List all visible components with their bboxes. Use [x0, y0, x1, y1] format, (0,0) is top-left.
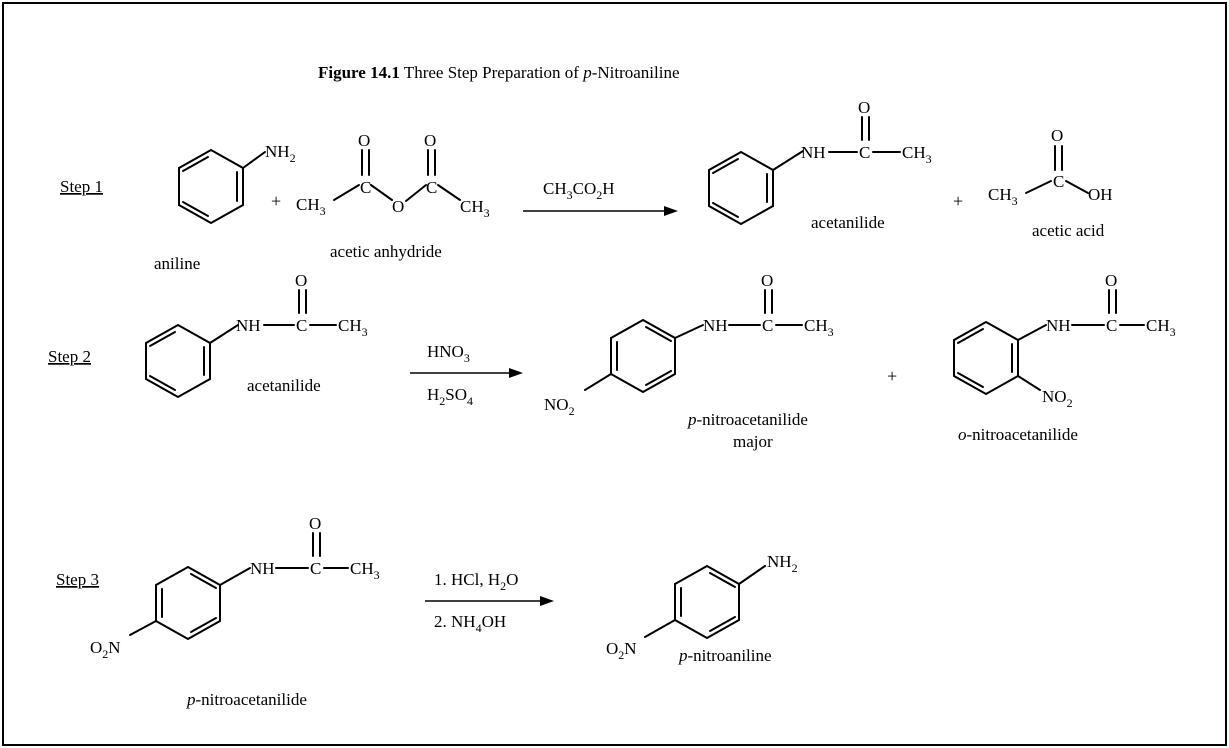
- p-nitroacetanilide-reactant-molecule: O2N NH C O CH3 p-nitroacetanilide: [90, 514, 380, 709]
- svg-text:CH3: CH3: [1146, 316, 1176, 339]
- svg-text:CH3: CH3: [902, 143, 932, 166]
- svg-text:C: C: [310, 559, 321, 578]
- o-nitroacetanilide-label: o-nitroacetanilide: [958, 425, 1078, 444]
- svg-text:O: O: [1051, 126, 1063, 145]
- svg-text:OH: OH: [1088, 185, 1113, 204]
- aniline-label: aniline: [154, 254, 200, 273]
- acetic-anhydride-molecule: CH3 C O O C O CH3 acetic anhydride: [296, 131, 490, 261]
- svg-text:C: C: [1106, 316, 1117, 335]
- step-3-label: Step 3: [56, 570, 99, 589]
- reagent-step-1: CH3CO2H: [543, 179, 615, 202]
- svg-text:C: C: [859, 143, 870, 162]
- svg-text:NH: NH: [703, 316, 728, 335]
- svg-text:NH: NH: [250, 559, 275, 578]
- benzene-ring: [155, 565, 221, 641]
- acetanilide-product-molecule: NH C O CH3 acetanilide: [708, 98, 932, 232]
- plus-sign-1: +: [271, 191, 281, 211]
- svg-text:NO2: NO2: [544, 395, 575, 418]
- p-nitroacetanilide-reactant-label: p-nitroacetanilide: [186, 690, 307, 709]
- acetanilide-product-label: acetanilide: [811, 213, 885, 232]
- svg-text:NO2: NO2: [1042, 387, 1073, 410]
- svg-text:NH: NH: [236, 316, 261, 335]
- reagent-step-3-bottom: 2. NH4OH: [434, 612, 506, 635]
- acetic-anhydride-label: acetic anhydride: [330, 242, 442, 261]
- step-2-label: Step 2: [48, 347, 91, 366]
- acetic-acid-label: acetic acid: [1032, 221, 1105, 240]
- svg-text:CH3: CH3: [338, 316, 368, 339]
- svg-text:O: O: [392, 197, 404, 216]
- svg-text:CH3: CH3: [350, 559, 380, 582]
- svg-text:C: C: [426, 178, 437, 197]
- p-nitroacetanilide-product-molecule: NO2 NH C O CH3 p-nitroacetanilide major: [544, 271, 834, 451]
- p-nitroacetanilide-label: p-nitroacetanilide: [687, 410, 808, 429]
- o-nitroacetanilide-molecule: NO2 NH C O CH3 o-nitroacetanilide: [953, 271, 1176, 444]
- reagent-step-2-bottom: H2SO4: [427, 385, 473, 408]
- svg-text:O: O: [1105, 271, 1117, 290]
- benzene-ring: [953, 320, 1019, 396]
- aniline-molecule: NH2 aniline: [154, 142, 296, 273]
- svg-text:O: O: [309, 514, 321, 533]
- svg-text:O: O: [358, 131, 370, 150]
- benzene-ring: [708, 150, 774, 226]
- acetanilide-reactant-molecule: NH C O CH3 acetanilide: [145, 271, 368, 399]
- svg-text:CH3: CH3: [988, 185, 1018, 208]
- reagent-step-3-top: 1. HCl, H2O: [434, 570, 518, 593]
- svg-text:C: C: [762, 316, 773, 335]
- major-label: major: [733, 432, 773, 451]
- svg-text:O: O: [295, 271, 307, 290]
- svg-text:C: C: [1053, 172, 1064, 191]
- svg-text:O: O: [424, 131, 436, 150]
- reaction-arrow-2: HNO3 H2SO4: [410, 342, 523, 408]
- svg-text:C: C: [296, 316, 307, 335]
- svg-text:CH3: CH3: [296, 195, 326, 218]
- svg-text:O2N: O2N: [90, 638, 121, 661]
- svg-text:O2N: O2N: [606, 639, 637, 662]
- svg-text:O: O: [858, 98, 870, 117]
- figure-title: Figure 14.1 Three Step Preparation of p-…: [318, 63, 680, 82]
- acetic-acid-molecule: CH3 C O OH acetic acid: [988, 126, 1113, 240]
- p-nitroaniline-label: p-nitroaniline: [678, 646, 772, 665]
- svg-text:NH2: NH2: [767, 552, 798, 575]
- plus-sign-3: +: [887, 366, 897, 386]
- svg-text:NH: NH: [1046, 316, 1071, 335]
- svg-text:O: O: [761, 271, 773, 290]
- plus-sign-2: +: [953, 191, 963, 211]
- acetanilide-reactant-label: acetanilide: [247, 376, 321, 395]
- step-1-label: Step 1: [60, 177, 103, 196]
- benzene-ring: [674, 564, 740, 640]
- benzene-ring: [178, 148, 244, 225]
- reagent-step-2-top: HNO3: [427, 342, 470, 365]
- reaction-arrow-3: 1. HCl, H2O 2. NH4OH: [425, 570, 554, 635]
- benzene-ring: [145, 323, 211, 399]
- svg-text:NH: NH: [801, 143, 826, 162]
- benzene-ring: [610, 318, 676, 394]
- reaction-arrow-1: CH3CO2H: [523, 179, 678, 216]
- svg-text:CH3: CH3: [460, 197, 490, 220]
- p-nitroaniline-molecule: NH2 O2N p-nitroaniline: [606, 552, 798, 665]
- svg-text:C: C: [360, 178, 371, 197]
- svg-text:CH3: CH3: [804, 316, 834, 339]
- amine-group: NH2: [265, 142, 296, 165]
